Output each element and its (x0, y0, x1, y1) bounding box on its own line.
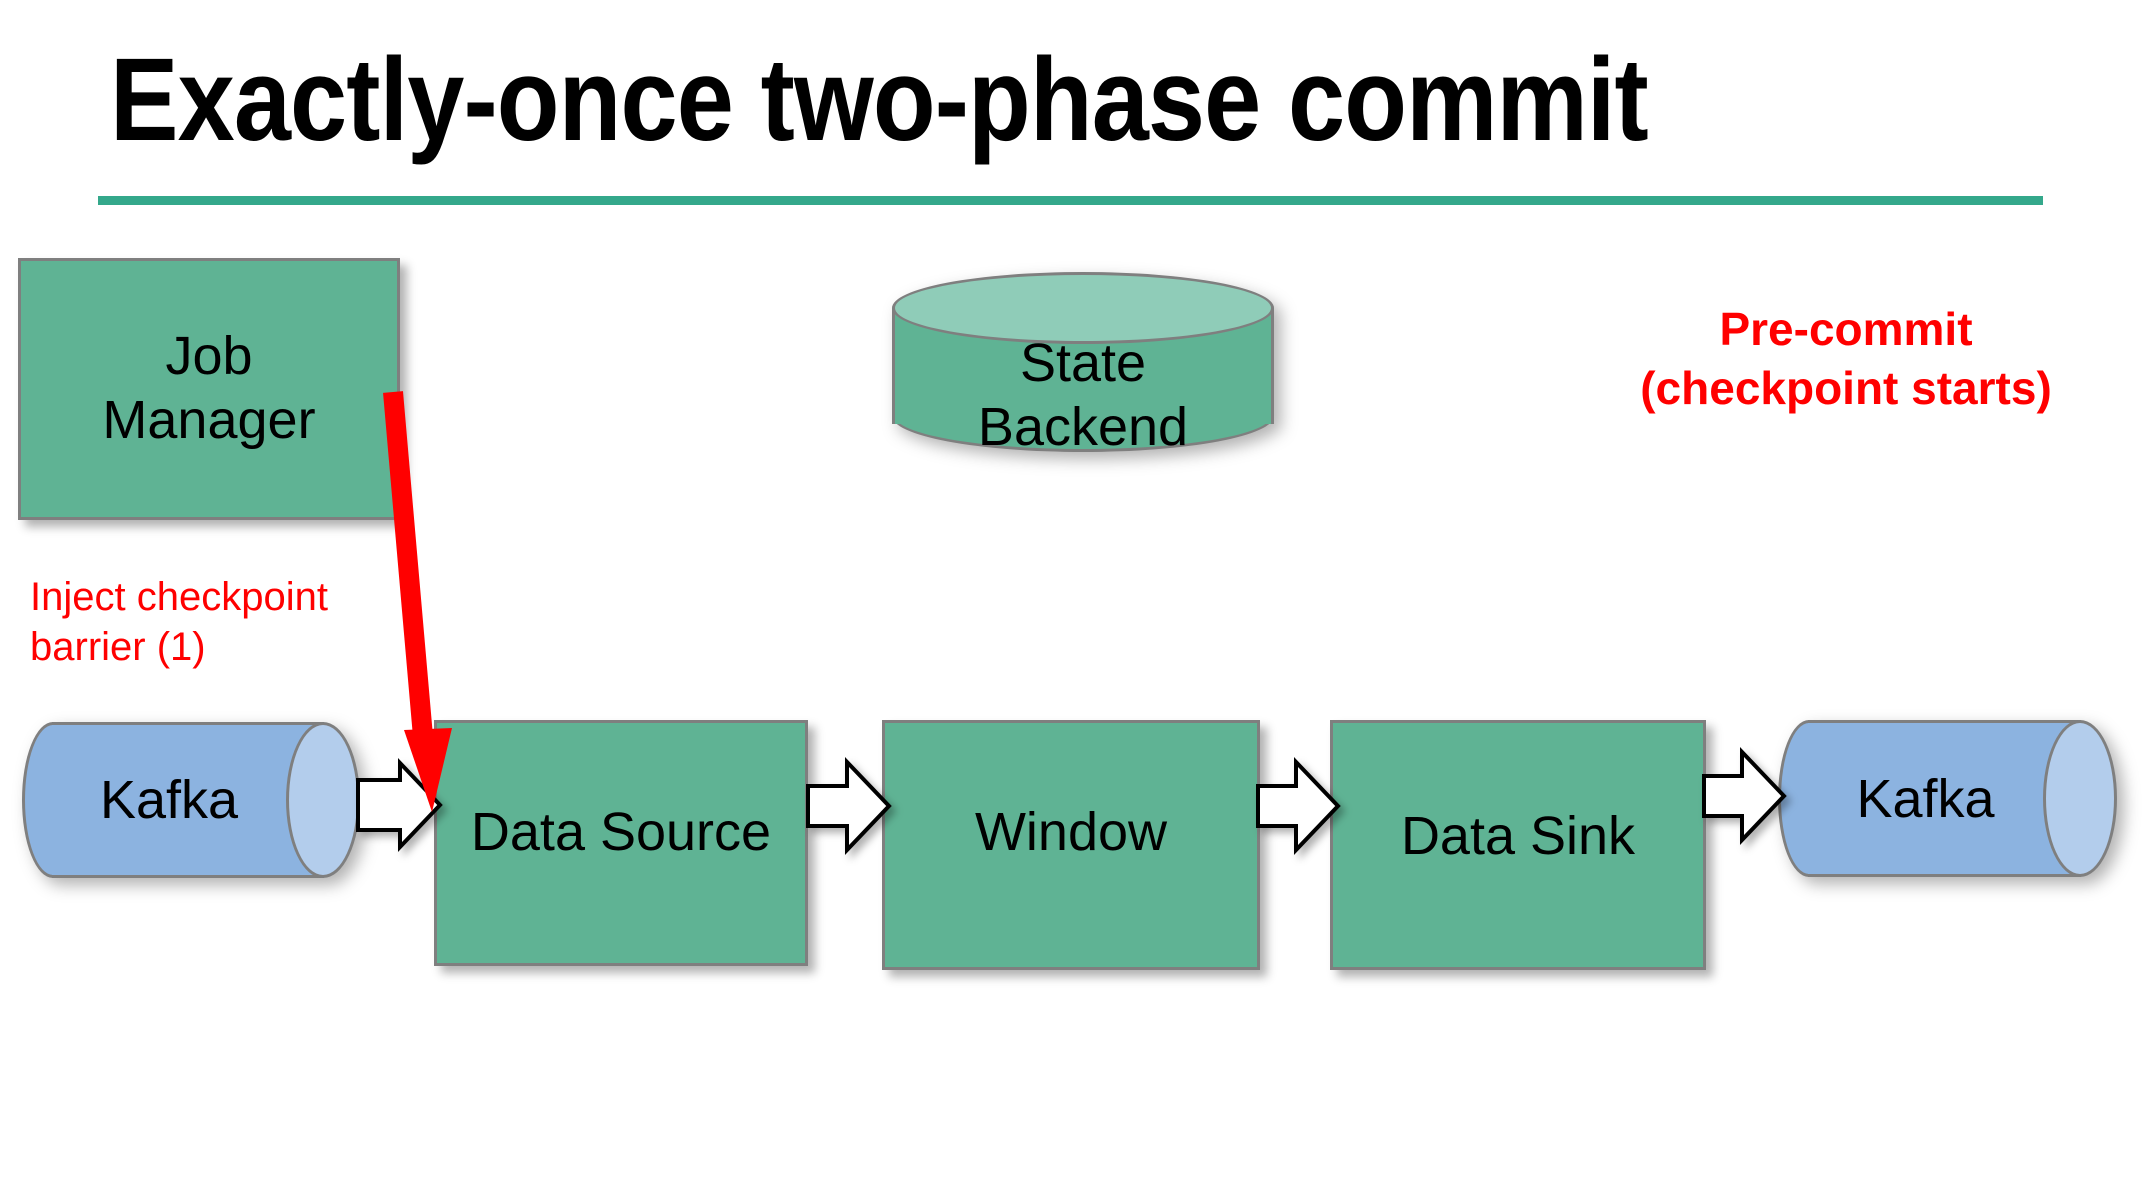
node-data-sink[interactable]: Data Sink (1330, 720, 1706, 970)
node-state-backend[interactable]: State Backend (892, 272, 1274, 457)
node-data-source[interactable]: Data Source (434, 720, 808, 966)
page-title: Exactly-once two-phase commit (110, 34, 1649, 166)
node-window-label: Window (974, 802, 1168, 862)
node-kafka-source-label: Kafka (99, 770, 239, 830)
node-kafka-sink-label: Kafka (1856, 768, 1995, 829)
cylinder-body (52, 722, 324, 878)
cylinder-top-cap (892, 272, 1274, 344)
flow-arrow-data-source-to-window (806, 757, 892, 855)
cylinder-body (1808, 720, 2081, 877)
node-kafka-source[interactable]: Kafka (22, 722, 360, 878)
cylinder-right-cap (2043, 720, 2117, 877)
node-window[interactable]: Window (882, 720, 1260, 970)
node-job-manager-label: Job Manager (102, 326, 316, 450)
node-state-backend-label: State Backend (977, 333, 1189, 457)
annotation-inject-barrier: Inject checkpoint barrier (1) (30, 575, 328, 669)
node-kafka-sink[interactable]: Kafka (1778, 720, 2117, 877)
title-divider (98, 196, 2043, 205)
cylinder-right-cap (286, 722, 360, 878)
flow-arrow-data-sink-to-kafka-sink (1702, 747, 1787, 845)
node-job-manager[interactable]: Job Manager (18, 258, 400, 520)
node-data-source-label: Data Source (470, 802, 772, 862)
flow-arrow-kafka-source-to-data-source (356, 758, 443, 852)
annotation-pre-commit: Pre-commit (checkpoint starts) (1640, 303, 2052, 414)
node-data-sink-label: Data Sink (1400, 806, 1636, 866)
flow-arrow-window-to-data-sink (1256, 757, 1341, 855)
